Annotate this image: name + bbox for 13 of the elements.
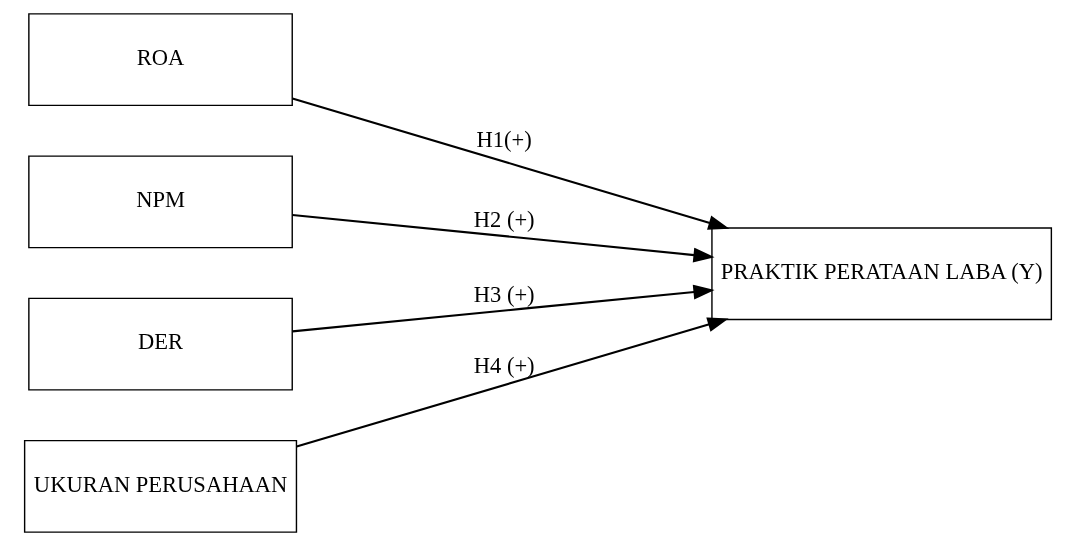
- node-box: UKURAN PERUSAHAAN: [23, 439, 297, 533]
- node-box: NPM: [27, 155, 293, 249]
- node-box: PRAKTIK PERATAAN LABA (Y): [710, 227, 1052, 321]
- edge-label: H1(+): [476, 126, 532, 152]
- edge-label: H3 (+): [473, 281, 535, 307]
- node-box: DER: [27, 297, 293, 391]
- arrow: [291, 213, 715, 263]
- arrow: [291, 97, 729, 230]
- arrow: [291, 284, 715, 333]
- node-box: ROA: [27, 13, 293, 107]
- edge-label: H4 (+): [473, 353, 535, 379]
- edge-label: H2 (+): [473, 206, 535, 232]
- arrow: [295, 317, 729, 448]
